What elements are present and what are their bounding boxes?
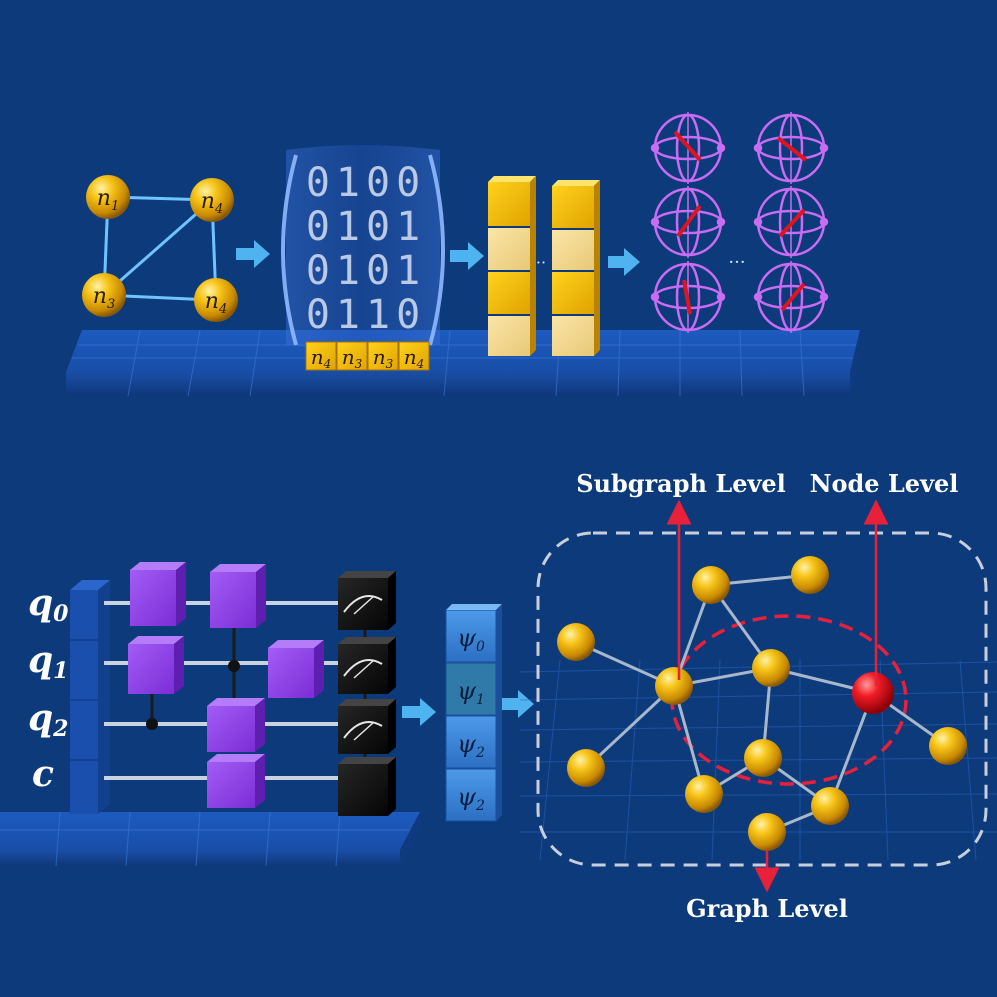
svg-text:n4: n4 <box>205 289 227 317</box>
state-cell: ψ2 <box>445 768 497 822</box>
flow-arrow-icon <box>236 240 270 268</box>
sequence-tile: n4 <box>398 341 430 371</box>
measurement-gate-icon <box>338 571 396 630</box>
control-dot <box>146 718 158 730</box>
quantum-gate <box>207 754 265 808</box>
graph-node <box>655 667 693 705</box>
svg-text:n4: n4 <box>201 189 223 217</box>
graph-node <box>685 775 723 813</box>
control-dot <box>228 660 240 672</box>
quantum-gate <box>207 698 265 752</box>
measurement-gate-icon <box>338 757 396 816</box>
quantum-gate <box>210 564 266 628</box>
graph-node <box>752 649 790 687</box>
bloch-sphere-column <box>650 112 726 333</box>
multilevel-graph: Subgraph Level Node Level Graph Level <box>519 469 997 923</box>
flow-arrow-icon <box>608 248 640 276</box>
quantum-circuit: q0 q1 q2 c <box>0 562 420 867</box>
graph-node: n3 <box>82 273 126 317</box>
flow-arrow-icon <box>502 690 534 718</box>
sequence-tile: n3 <box>367 341 399 371</box>
graph-node <box>748 813 786 851</box>
block-column <box>488 176 536 356</box>
svg-text:n4: n4 <box>311 345 332 371</box>
bloch-sphere-icon <box>650 186 726 258</box>
state-cell: ψ2 <box>445 715 497 769</box>
flow-arrow-icon <box>402 698 436 726</box>
node-level-label: Node Level <box>810 469 959 498</box>
sequence-tile: n3 <box>336 341 368 371</box>
svg-text:ψ2: ψ2 <box>457 730 485 761</box>
bloch-sphere-column <box>753 112 829 333</box>
svg-text:n4: n4 <box>404 345 425 371</box>
matrix-row: 0101 <box>306 204 426 250</box>
graph-node <box>791 556 829 594</box>
graph-node <box>929 727 967 765</box>
matrix-row: 0100 <box>306 160 426 206</box>
bloch-sphere-icon <box>650 261 726 333</box>
graph-node <box>811 787 849 825</box>
graph-node <box>567 749 605 787</box>
graph-node <box>557 623 595 661</box>
graph-level-label: Graph Level <box>686 894 848 923</box>
qubit-label: q1 <box>28 639 68 684</box>
graph-level-boundary <box>536 531 988 867</box>
adjacency-matrix: 0100 0101 0101 0110 <box>281 145 445 349</box>
target-node <box>852 672 894 714</box>
quantum-gate <box>128 636 184 694</box>
subgraph-level-label: Subgraph Level <box>576 469 786 498</box>
block-column <box>552 180 600 356</box>
input-graph: n1 n4 n3 n4 <box>82 175 238 322</box>
svg-text:ψ1: ψ1 <box>457 677 485 708</box>
graph-node: n1 <box>86 175 130 219</box>
bloch-sphere-icon <box>753 112 829 184</box>
svg-text:ψ2: ψ2 <box>457 783 485 814</box>
matrix-row: 0110 <box>306 292 426 338</box>
sequence-tile: n4 <box>305 341 337 371</box>
svg-text:ψ0: ψ0 <box>457 624 485 655</box>
qubit-label: q2 <box>28 697 68 742</box>
qubit-label: c <box>32 753 54 795</box>
qubit-label: q0 <box>28 582 69 627</box>
matrix-row: 0101 <box>306 248 426 294</box>
flow-arrow-icon <box>450 242 484 270</box>
encoding-blocks: ·· <box>488 176 600 356</box>
quantum-gate <box>268 640 324 698</box>
bloch-sphere-icon <box>650 112 726 184</box>
graph-node <box>692 566 730 604</box>
svg-text:n1: n1 <box>97 186 119 214</box>
graph-node: n4 <box>190 178 234 222</box>
svg-text:n3: n3 <box>373 345 394 371</box>
quantum-gate <box>130 562 186 626</box>
ellipsis: ··· <box>728 252 745 273</box>
bloch-sphere-icon <box>753 186 829 258</box>
ellipsis: ·· <box>536 253 546 272</box>
top-platform <box>66 329 860 397</box>
svg-text:n3: n3 <box>342 345 363 371</box>
bloch-sphere-icon <box>753 261 829 333</box>
measurement-gate-icon <box>338 699 396 754</box>
node-sequence: n4 n3 n3 n4 <box>305 341 430 371</box>
graph-node <box>744 739 782 777</box>
circuit-platform <box>0 812 420 850</box>
measurement-gate-icon <box>338 637 396 694</box>
graph-node: n4 <box>194 278 238 322</box>
state-vector-column: ψ0 ψ1 ψ2 ψ2 <box>445 604 502 822</box>
svg-text:n3: n3 <box>93 284 115 312</box>
state-cell: ψ0 <box>445 604 502 663</box>
graph-edges <box>575 573 949 834</box>
state-cell: ψ1 <box>445 662 497 716</box>
